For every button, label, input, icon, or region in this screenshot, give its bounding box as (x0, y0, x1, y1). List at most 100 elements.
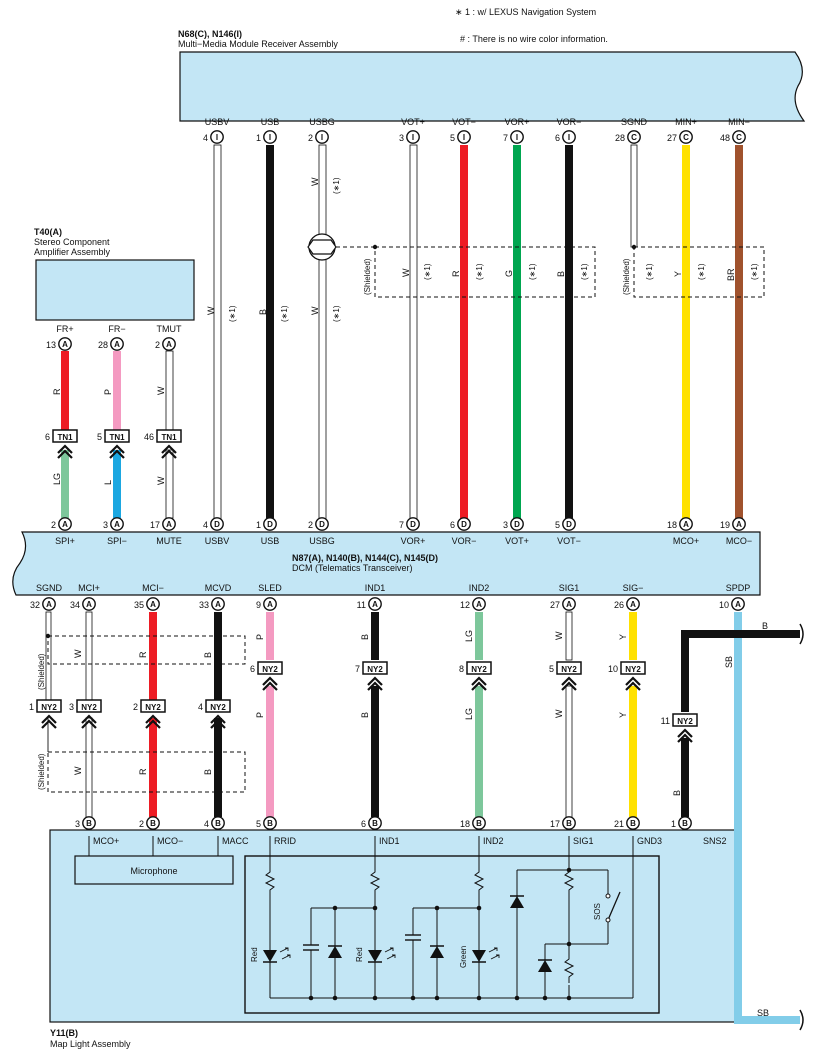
connector-pin-circle (82, 816, 96, 830)
connector-letter: B (476, 819, 482, 828)
wire-color-labels: W (∗1) B (∗1) W (∗1) W (∗1) (Shielded) W… (37, 177, 769, 1018)
connector-pin-circle (263, 130, 277, 144)
connector-letter: B (86, 819, 92, 828)
wire-star-sgnd: (∗1) (645, 263, 654, 280)
wire-code-fr-minus-top: P (103, 389, 113, 395)
wire-min-minus (735, 145, 743, 519)
wire-star-vor-minus: (∗1) (580, 263, 589, 280)
wire-star-min-plus: (∗1) (697, 263, 706, 280)
wire-code-tmut-top: W (156, 386, 166, 395)
junction-code: NY2 (367, 665, 383, 674)
wire-star-usbg-a: (∗1) (332, 177, 341, 194)
shield-label-bottom-2: (Shielded) (37, 753, 46, 790)
connector-pin-circle (146, 816, 160, 830)
n87-num-spi-minus: 3 (103, 520, 108, 530)
wire-usbv (213, 144, 222, 520)
wire-star-usb: (∗1) (280, 305, 289, 322)
n87-label-ind2: IND2 (469, 583, 490, 593)
n68-num-min-plus: 27 (667, 133, 677, 143)
connector-letter: D (566, 520, 572, 529)
wire-code-mcvd-bottom: B (203, 769, 213, 775)
t40-box (35, 259, 195, 321)
n68-label-usbv: USBV (205, 117, 230, 127)
connector-letter: I (463, 133, 465, 142)
y11-num-gnd3: 21 (614, 819, 624, 829)
connector-pin-circle (263, 597, 277, 611)
junction-tn1-tmut: TN1 46 (144, 429, 182, 460)
wire-vot-minus (460, 145, 468, 519)
led-label-red-2: Red (355, 947, 364, 962)
connector-pin-circle (562, 597, 576, 611)
n87-bottom-pin-numbers: 32 34 35 33 9 11 12 27 26 10 (30, 600, 729, 610)
connector-pin-circle (510, 517, 524, 531)
n87-label-vor-plus: VOR+ (401, 536, 426, 546)
wire-code-usbg-b: W (310, 306, 320, 315)
connector-letter: B (682, 819, 688, 828)
n68-label-min-plus: MIN+ (675, 117, 697, 127)
y11-id: Y11(B) (50, 1028, 78, 1038)
connector-letter: I (269, 133, 271, 142)
wire-vor-plus (513, 145, 521, 519)
n68-label-usbg: USBG (309, 117, 335, 127)
n68-pin-labels: USBV USB USBG VOT+ VOT− VOR+ VOR− SGND M… (205, 117, 750, 127)
connector-pin-circle (732, 517, 746, 531)
wire-code-sled-top: P (255, 634, 265, 640)
n87-label-spi-minus: SPI− (107, 536, 127, 546)
wire-sig-minus-bottom (629, 686, 637, 817)
t40-pin-labels: FR+ FR− TMUT 13 28 2 (46, 324, 182, 350)
n68-label-sgnd: SGND (621, 117, 648, 127)
n68-num-vor-minus: 6 (555, 133, 560, 143)
connector-pin-circle (263, 517, 277, 531)
n87-label-mute: MUTE (156, 536, 182, 546)
junction-code: TN1 (109, 433, 125, 442)
wire-code-sns2-horizontal: B (762, 621, 768, 631)
n87-bottom-pin-labels: SGND MCI+ MCI− MCVD SLED IND1 IND2 SIG1 … (36, 583, 750, 593)
n87-num-mcvd: 33 (199, 600, 209, 610)
connector-pin-circle (58, 337, 72, 351)
wire-star-vot-minus: (∗1) (475, 263, 484, 280)
n68-label-vor-plus: VOR+ (505, 117, 530, 127)
wire-mci-plus-top (85, 611, 93, 701)
y11-num-mco-minus: 2 (139, 819, 144, 829)
wire-code-spdp-vertical: SB (724, 656, 734, 668)
n68-num-sgnd: 28 (615, 133, 625, 143)
n87-num-sig1: 27 (550, 600, 560, 610)
connector-pin-circle (679, 130, 693, 144)
y11-num-sns2: 1 (671, 819, 676, 829)
n87-id: N87(A), N140(B), N144(C), N145(D) (292, 553, 438, 563)
connector-letter: A (114, 340, 120, 349)
n87-label-sled: SLED (258, 583, 282, 593)
connector-pin-circle (368, 597, 382, 611)
connector-letter: I (321, 133, 323, 142)
connector-letter: A (566, 600, 572, 609)
n87-label-spi-plus: SPI+ (55, 536, 75, 546)
wire-code-vor-plus: G (504, 270, 514, 277)
junction-num: 6 (45, 432, 50, 442)
wire-code-mci-plus-bottom: W (73, 766, 83, 775)
connector-letter: D (214, 520, 220, 529)
connector-pin-circle (562, 130, 576, 144)
connector-letter: D (461, 520, 467, 529)
connector-letter: A (735, 600, 741, 609)
n87-label-sgnd: SGND (36, 583, 63, 593)
y11-num-mco-plus: 3 (75, 819, 80, 829)
junction-ny2-spdp: NY2 11 (661, 713, 698, 744)
connector-pin-circle (110, 517, 124, 531)
junction-ny2-mci-plus: NY2 3 (69, 699, 102, 730)
wire-code-usbg-a: W (310, 177, 320, 186)
wire-usb (266, 145, 274, 519)
connector-letter: I (412, 133, 414, 142)
connector-letter: D (514, 520, 520, 529)
connector-pin-circle (210, 517, 224, 531)
t40-label-tmut: TMUT (157, 324, 182, 334)
n87-label-mci-minus: MCI− (142, 583, 164, 593)
n87-num-usb: 1 (256, 520, 261, 530)
n87-label-mco-minus: MCO− (726, 536, 752, 546)
wire-vor-minus (565, 145, 573, 519)
y11-label-macc: MACC (222, 836, 249, 846)
n68-label-vot-minus: VOT− (452, 117, 476, 127)
wire-code-fr-plus-bottom: LG (52, 473, 62, 485)
junction-ny2-ind2: NY2 8 (459, 661, 492, 692)
t40-num-fr-plus: 13 (46, 340, 56, 350)
y11-pin-numbers: 3 2 4 5 6 18 17 21 1 (75, 819, 676, 829)
